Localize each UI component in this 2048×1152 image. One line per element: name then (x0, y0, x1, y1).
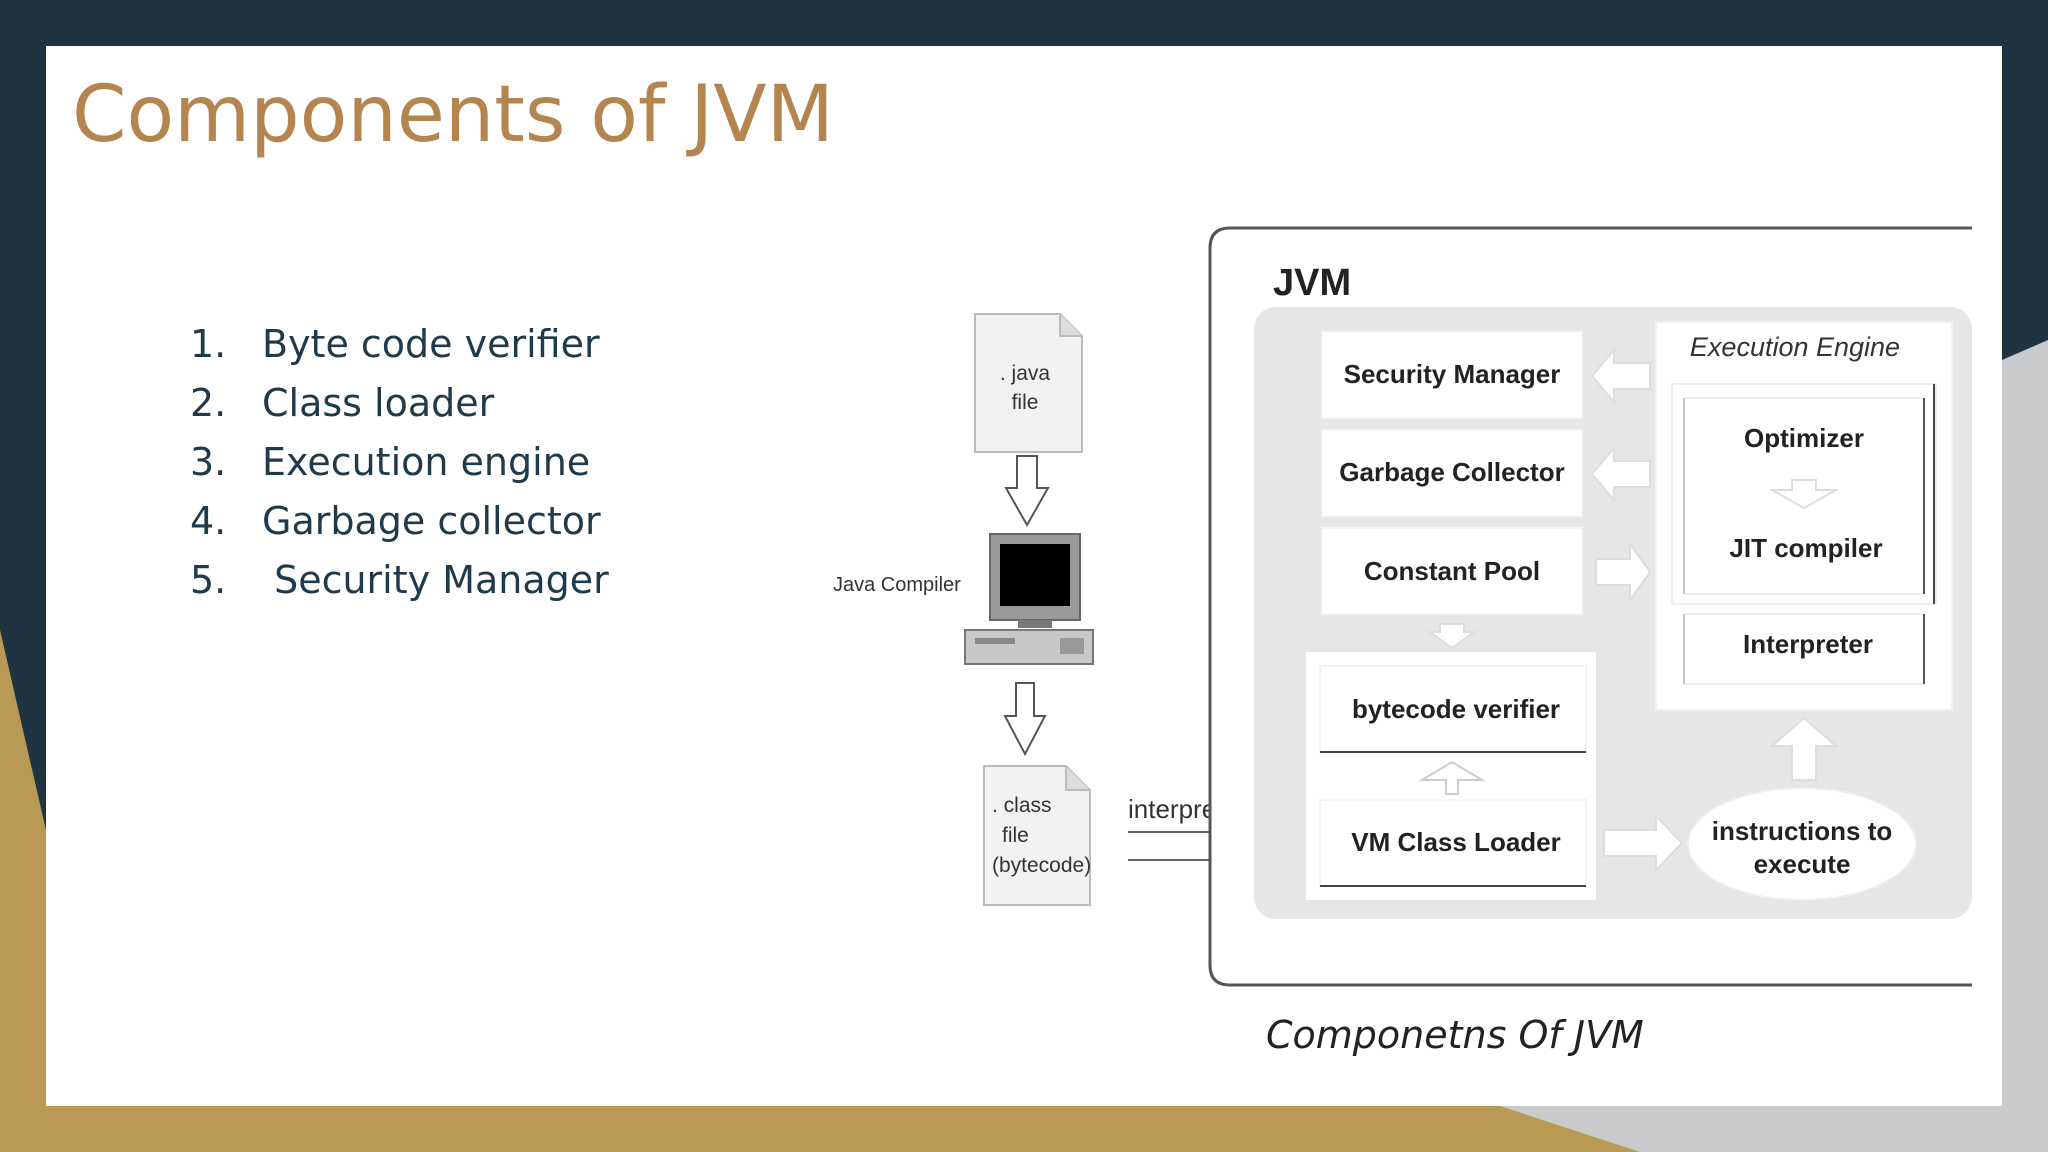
arrow-up-icon (1418, 760, 1486, 795)
interpreter-label: Interpreter (1743, 629, 1873, 659)
security-manager-box (1321, 331, 1583, 419)
java-file-label-1: . java (1000, 362, 1051, 385)
vm-class-loader-box (1319, 799, 1587, 887)
diagram-caption: Componetns Of JVM (1266, 1013, 1644, 1057)
bytecode-verifier-box (1319, 665, 1587, 753)
list-text: Byte code verifier (262, 322, 600, 366)
security-manager-label: Security Manager (1344, 359, 1561, 389)
class-file-icon (983, 765, 1091, 906)
java-file-icon (974, 313, 1083, 453)
vm-class-loader-label: VM Class Loader (1351, 827, 1561, 857)
class-file-label-2: file (1002, 824, 1029, 847)
jit-compiler-label: JIT compiler (1729, 533, 1882, 563)
instructions-ellipse (1687, 787, 1917, 901)
arrow-left-icon (1590, 445, 1651, 503)
instructions-label-2: execute (1754, 849, 1851, 879)
arrow-right-icon (1603, 813, 1684, 873)
bytecode-verifier-label: bytecode verifier (1352, 694, 1560, 724)
constant-pool-box (1321, 527, 1583, 615)
list-number: 4. (190, 499, 227, 543)
arrow-down-icon (1768, 479, 1840, 510)
list-number: 2. (190, 381, 227, 425)
list-text: Garbage collector (262, 499, 601, 543)
garbage-collector-label: Garbage Collector (1339, 457, 1564, 487)
interpreter-box (1683, 613, 1925, 685)
arrow-down-icon (1004, 455, 1050, 528)
list-number: 1. (190, 322, 227, 366)
list-number: 3. (190, 440, 227, 484)
list-text: Class loader (262, 381, 495, 425)
arrow-down-icon (1426, 623, 1478, 650)
execution-engine-label: Execution Engine (1690, 332, 1900, 362)
list-text: Execution engine (262, 440, 591, 484)
java-compiler-label: Java Compiler (833, 574, 961, 596)
list-text: Security Manager (262, 558, 609, 602)
arrow-left-icon (1590, 347, 1651, 405)
class-file-label-3: (bytecode) (992, 854, 1091, 877)
jvm-title: JVM (1273, 262, 1351, 304)
slide-title: Components of JVM (72, 70, 834, 160)
garbage-collector-box (1321, 429, 1583, 517)
class-file-label-1: . class (992, 794, 1052, 817)
constant-pool-label: Constant Pool (1364, 556, 1540, 586)
java-file-label-2: file (1012, 391, 1039, 414)
arrow-right-icon (1595, 540, 1652, 604)
list-number: 5. (190, 558, 227, 602)
instructions-label-1: instructions to (1712, 816, 1893, 846)
computer-icon (964, 533, 1094, 665)
optimizer-label: Optimizer (1744, 423, 1864, 453)
arrow-up-icon (1769, 716, 1839, 781)
arrow-down-icon (1003, 682, 1047, 757)
